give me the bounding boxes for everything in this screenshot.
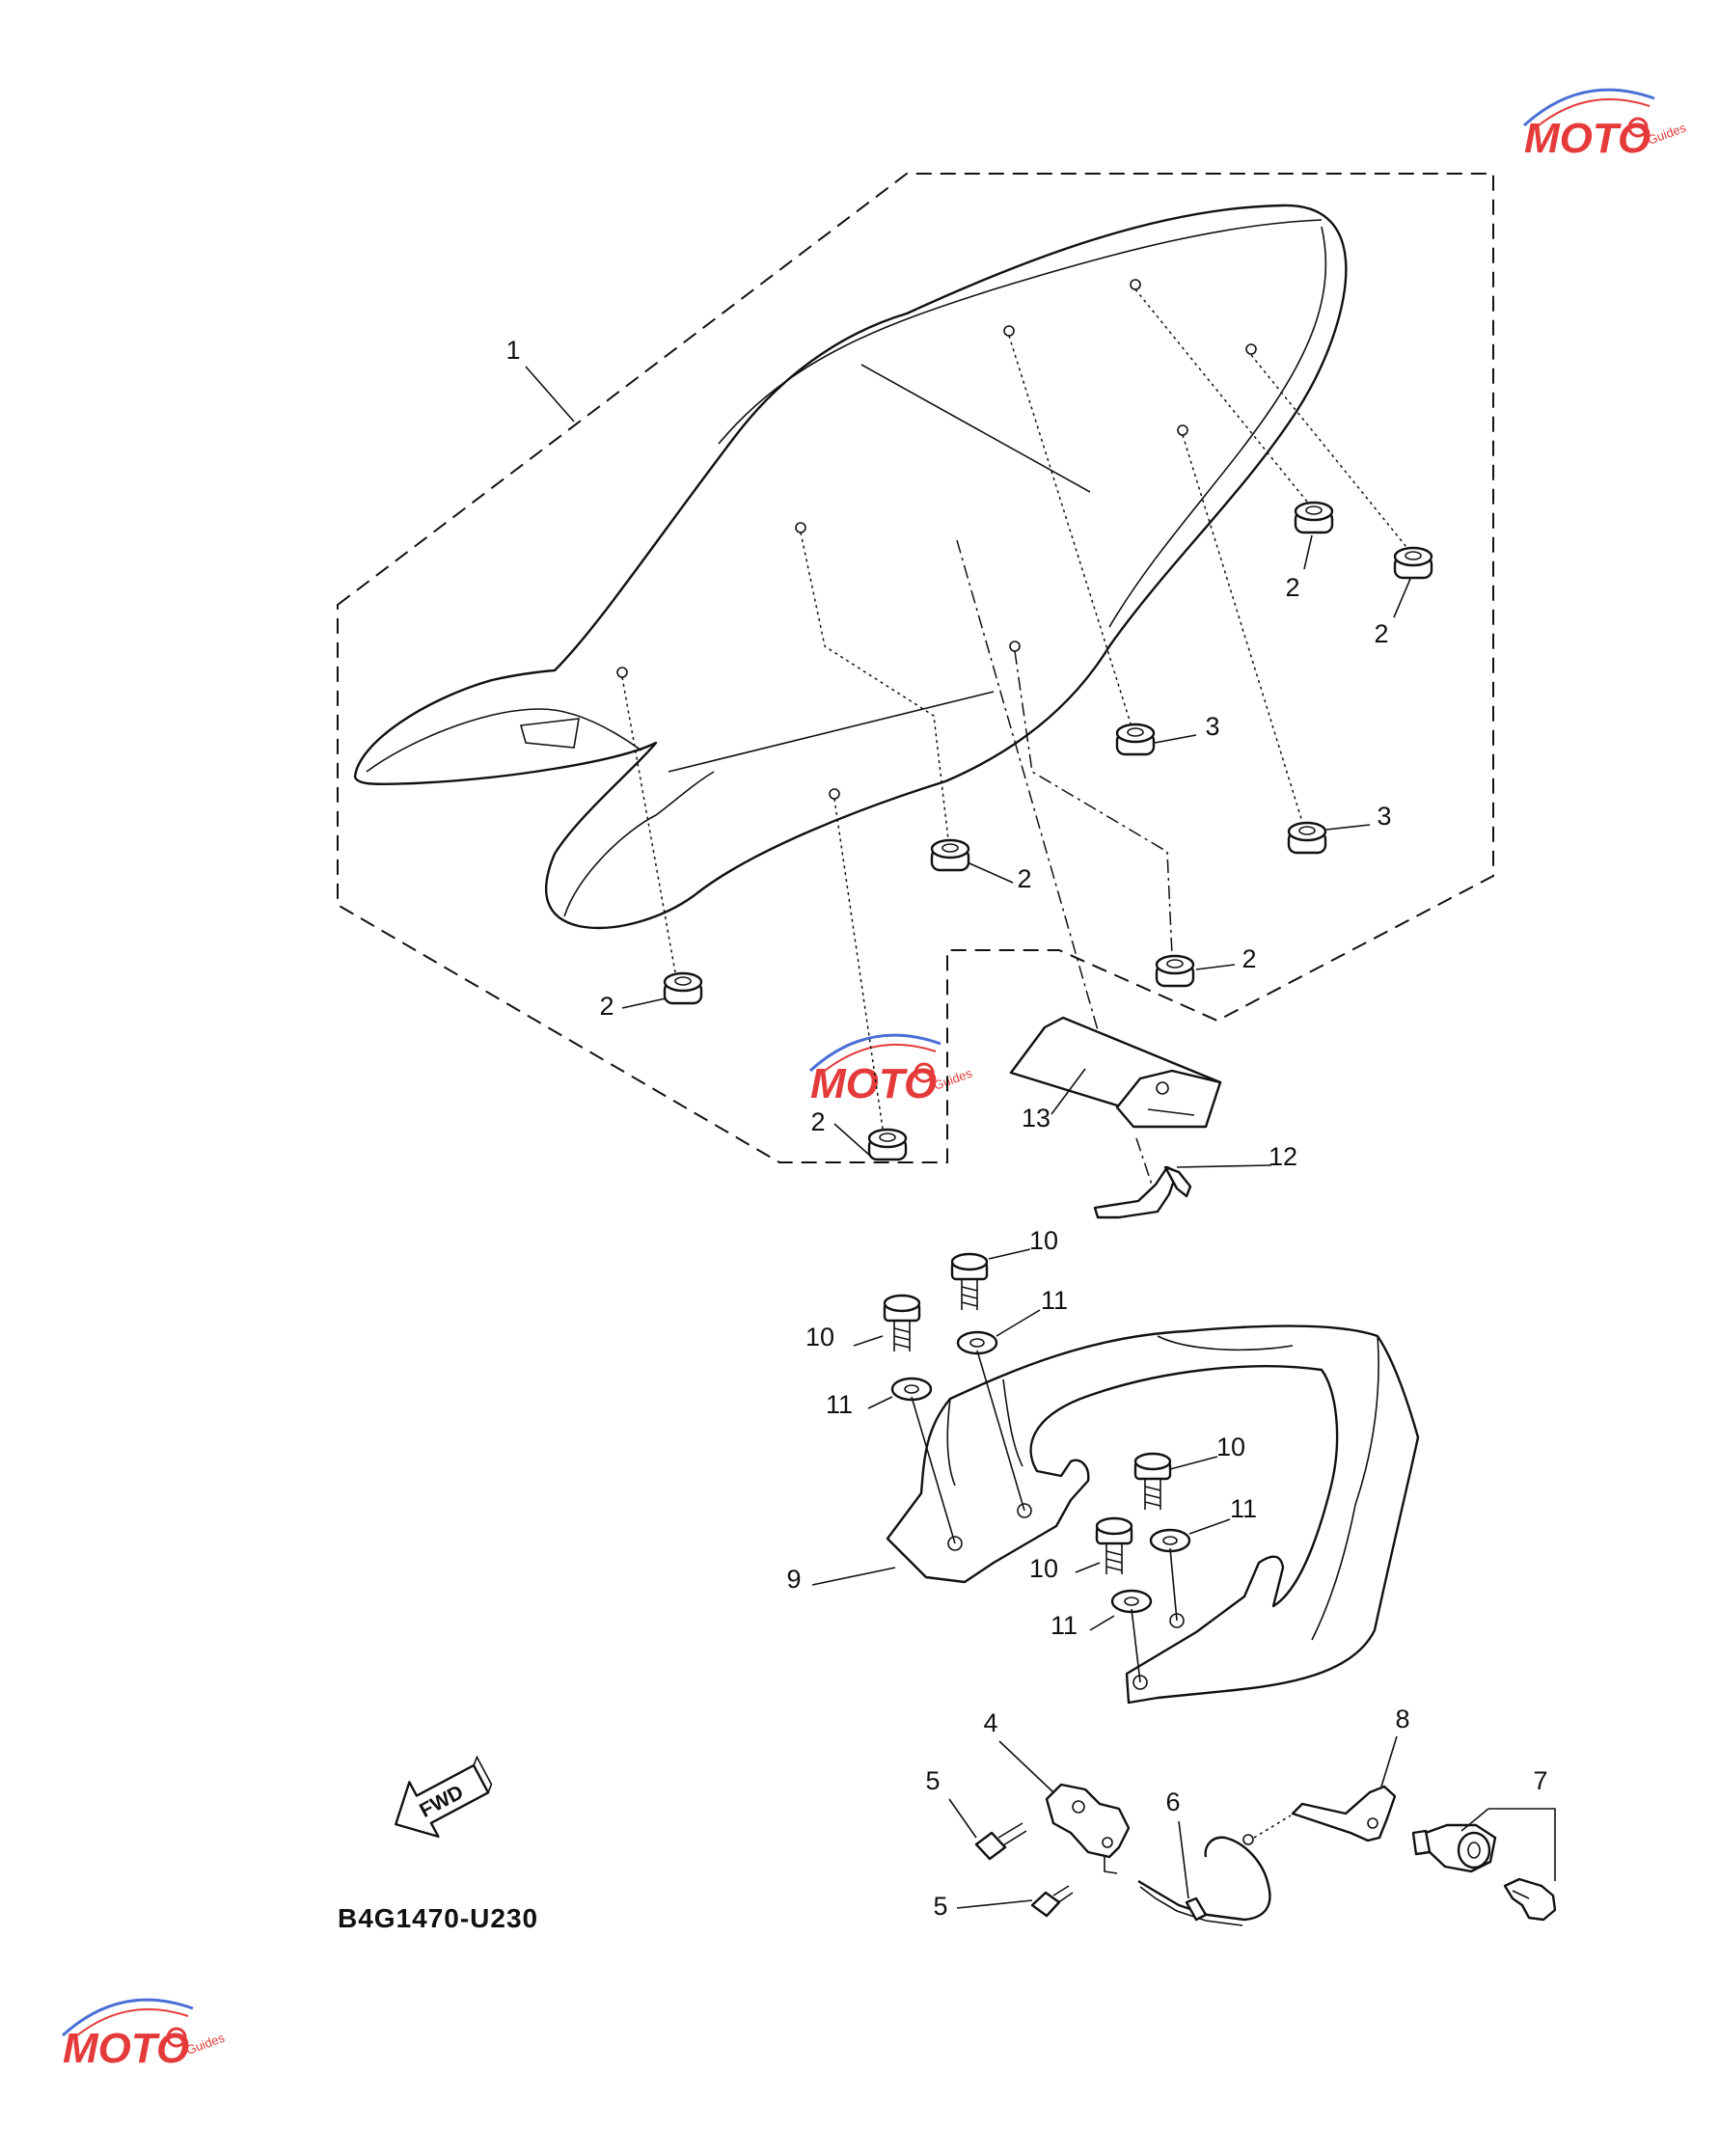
washer-11a: [956, 1330, 998, 1355]
bolt-10d: [1095, 1516, 1133, 1574]
svg-text:Guides: Guides: [184, 2030, 227, 2057]
bolt-10b: [883, 1294, 921, 1351]
callout-c7: 7: [1533, 1766, 1547, 1795]
damper-3a: [1115, 723, 1156, 756]
bolt-alignment-lines: [911, 1350, 1178, 1683]
callout-c13: 13: [1022, 1104, 1050, 1133]
seat-part-1: [353, 204, 1348, 930]
alignment-lines: [621, 288, 1407, 1197]
callout-c11c: 11: [1230, 1494, 1257, 1523]
damper-2e: [663, 971, 703, 1005]
washer-11d: [1110, 1589, 1153, 1614]
callout-c8: 8: [1395, 1705, 1409, 1733]
seat-assembly-boundary: [337, 173, 1494, 1163]
callout-leaders: [525, 366, 1556, 1909]
callout-c4: 4: [983, 1708, 997, 1737]
callout-c12: 12: [1269, 1142, 1297, 1171]
callout-c10b: 10: [805, 1323, 834, 1351]
svg-text:Guides: Guides: [932, 1065, 974, 1092]
damper-2c: [930, 838, 970, 872]
callout-c10c: 10: [1216, 1433, 1245, 1461]
callout-c6: 6: [1165, 1788, 1180, 1816]
callout-c10a: 10: [1029, 1226, 1058, 1255]
bolt-10c: [1133, 1452, 1172, 1510]
callout-c5a: 5: [925, 1766, 940, 1795]
callout-c10d: 10: [1029, 1554, 1058, 1583]
damper-2d: [1155, 954, 1195, 988]
callout-c3a: 3: [1205, 712, 1219, 741]
watermark-logo-bottom-left: MOTO Guides: [61, 1998, 227, 2072]
callout-c5b: 5: [933, 1892, 947, 1921]
callout-c11a: 11: [1041, 1286, 1068, 1315]
watermark-logo-top-right: MOTO Guides: [1522, 88, 1688, 162]
callout-c11b: 11: [826, 1390, 853, 1419]
bolt-5b: [1030, 1885, 1074, 1918]
callout-c2b: 2: [1374, 619, 1388, 648]
callout-c2f: 2: [810, 1107, 825, 1136]
damper-2f: [867, 1128, 908, 1161]
callout-c3b: 3: [1377, 802, 1391, 831]
watermark-logo-center: MOTO Guides: [808, 1033, 974, 1107]
lock-bracket-part-8: [1242, 1785, 1397, 1845]
callout-c1: 1: [505, 336, 520, 365]
svg-text:Guides: Guides: [1646, 120, 1688, 147]
seat-lock-cable-part-6: [1137, 1836, 1271, 1926]
bolt-10a: [950, 1252, 989, 1310]
callout-c11d: 11: [1050, 1611, 1078, 1640]
lock-cylinder-part-7: [1411, 1823, 1557, 1922]
damper-2a: [1294, 501, 1334, 534]
callout-c2c: 2: [1017, 864, 1031, 893]
callout-c9: 9: [786, 1565, 801, 1594]
washer-11c: [1149, 1528, 1191, 1553]
bolt-5a: [974, 1822, 1027, 1861]
damper-3b: [1287, 821, 1327, 855]
tool-bag-part-13: [1009, 1016, 1222, 1129]
diagram-code: B4G1470-U230: [338, 1903, 538, 1933]
callout-c2e: 2: [599, 992, 614, 1021]
callout-c2a: 2: [1285, 573, 1299, 602]
strap-part-12: [1093, 1165, 1192, 1219]
fwd-arrow-icon: FWD: [395, 1755, 493, 1839]
grab-bar-part-9: [886, 1324, 1420, 1705]
washer-11b: [890, 1377, 933, 1402]
damper-2b: [1393, 546, 1433, 580]
callout-c2d: 2: [1242, 944, 1256, 973]
seat-lock-part-4: [1045, 1783, 1131, 1874]
